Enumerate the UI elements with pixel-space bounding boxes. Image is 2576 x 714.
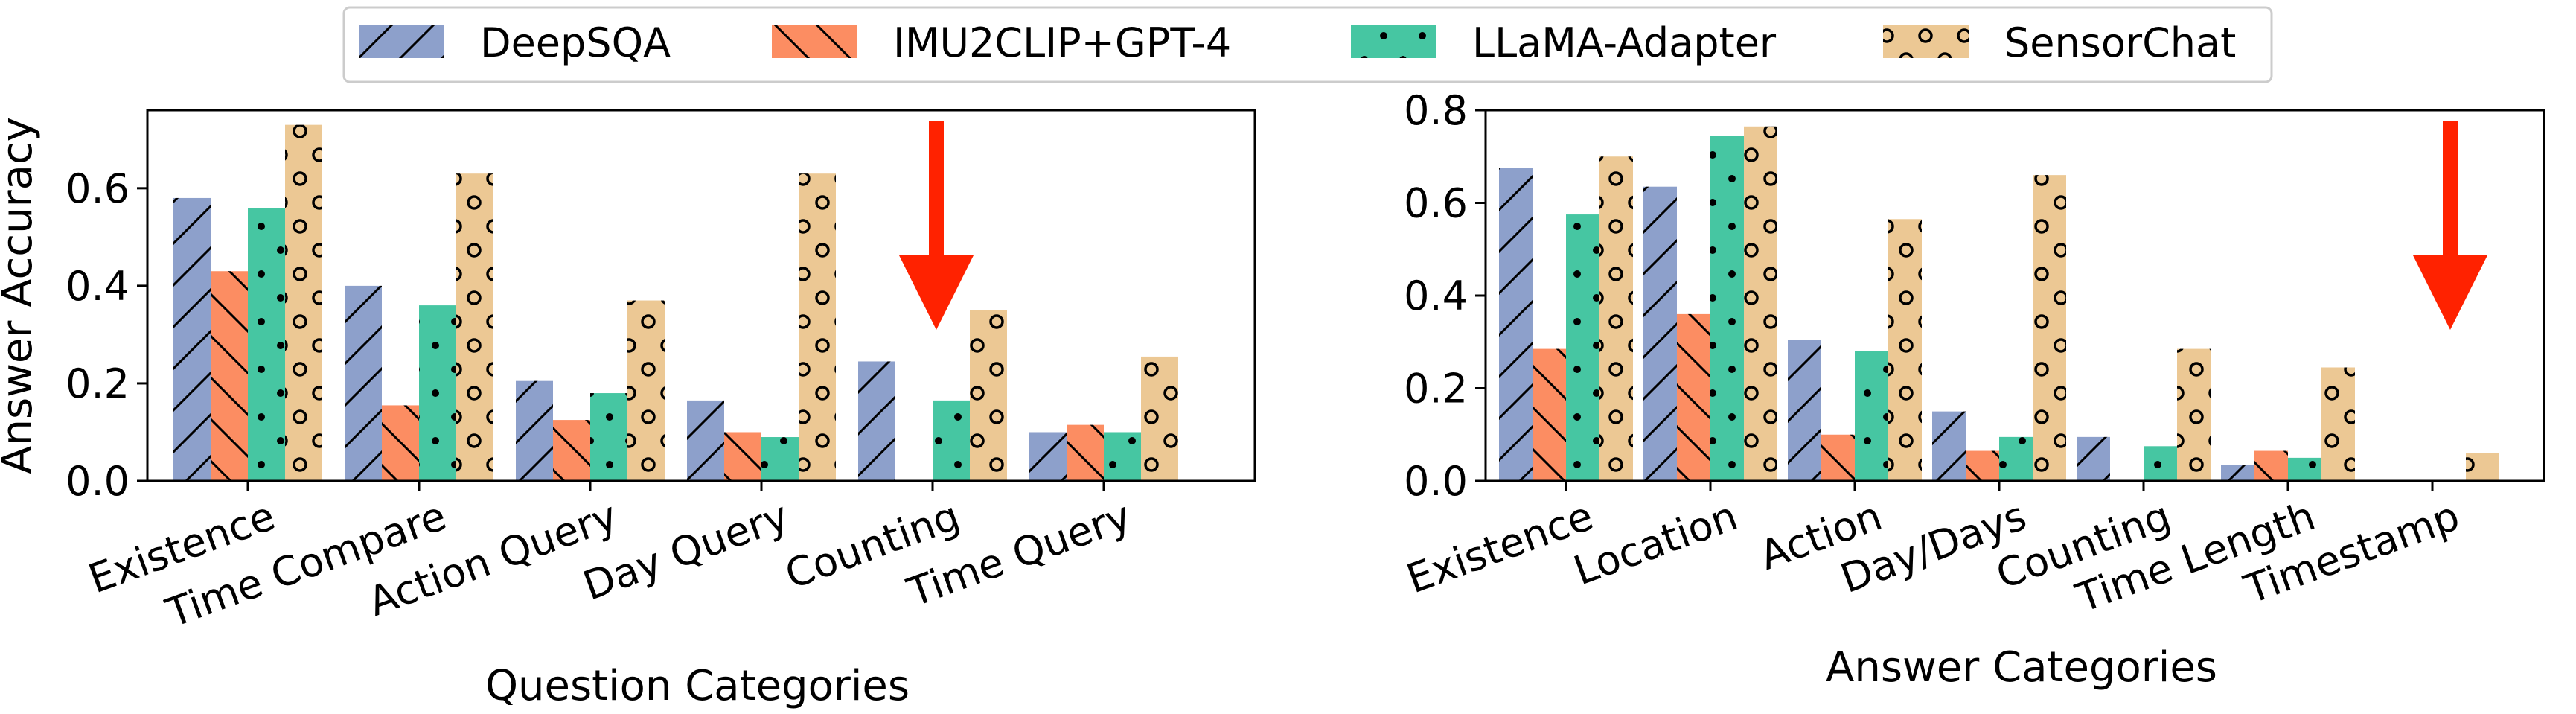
bar-deepsqa-action-query-hatch [516,380,553,481]
bar-sensorchat-action-hatch [1888,219,1922,481]
legend-swatch-imu2clip-hatch [772,25,857,58]
bars-group [173,124,1178,481]
y-tick-label: 0.4 [65,263,130,310]
bar-sensorchat-counting-hatch [970,310,1007,481]
red-arrow-annotation [899,121,974,330]
y-tick-label: 0.8 [1404,87,1468,134]
legend-entry-deepsqa: DeepSQA [359,19,671,66]
y-tick-label: 0.2 [1404,366,1468,412]
bar-imu2clip-gpt-4-action-query-hatch [553,420,590,481]
legend-swatch-deepsqa-hatch [359,25,444,58]
bar-llama-adapter-counting-hatch [2144,446,2177,481]
bar-sensorchat-time-compare-hatch [456,173,493,481]
bar-sensorchat-day-days-hatch [2033,175,2066,481]
plot-frame [146,109,1256,482]
bar-deepsqa-existence-hatch [173,197,211,481]
bar-sensorchat-existence-hatch [1599,156,1633,481]
y-tick-label: 0.2 [65,360,130,407]
bar-imu2clip-gpt-4-day-query-hatch [724,432,761,481]
bar-imu2clip-gpt-4-location-hatch [1677,313,1710,481]
bar-imu2clip-gpt-4-time-compare-hatch [382,405,419,481]
bar-llama-adapter-action-hatch [1855,351,1888,481]
bar-deepsqa-action-hatch [1788,340,1821,481]
legend-label-sensorchat: SensorChat [2004,19,2236,66]
bar-deepsqa-time-query-hatch [1029,432,1067,481]
bar-deepsqa-time-compare-hatch [345,285,382,481]
bar-deepsqa-day-query-hatch [687,400,724,481]
bar-llama-adapter-day-days-hatch [1999,436,2033,481]
bar-llama-adapter-time-query-hatch [1104,432,1141,481]
x-axis-label: Question Categories [485,662,910,710]
legend-entry-sensorchat: SensorChat [1883,19,2236,66]
legend: DeepSQA IMU2CLIP+GPT-4 LLaMA-Adapter Sen… [342,6,2273,83]
legend-entry-llama-adapter: LLaMA-Adapter [1351,19,1777,66]
x-tick-label-location: Location [1567,492,1743,594]
bar-llama-adapter-existence-hatch [1566,214,1599,481]
bar-deepsqa-time-length-hatch [2221,465,2254,481]
bar-imu2clip-gpt-4-existence-hatch [1533,348,1566,481]
y-tick-label: 0.4 [1404,272,1468,319]
y-tick-label: 0.0 [65,458,130,505]
bar-deepsqa-counting-hatch [2077,436,2110,481]
bar-sensorchat-action-query-hatch [627,300,665,481]
bar-sensorchat-location-hatch [1744,126,1777,481]
bar-sensorchat-time-query-hatch [1141,356,1178,481]
bar-sensorchat-counting-hatch [2177,348,2211,481]
arrow-head [899,255,974,330]
arrow-head [2413,255,2487,330]
bar-llama-adapter-time-length-hatch [2288,457,2321,481]
bar-deepsqa-existence-hatch [1499,168,1533,481]
y-tick-label: 0.6 [1404,180,1468,227]
bar-llama-adapter-action-query-hatch [590,393,627,481]
bar-sensorchat-day-query-hatch [799,173,836,481]
x-axis-label: Answer Categories [1826,643,2217,692]
red-arrow-annotation [2413,121,2487,330]
y-tick-label: 0.0 [1404,458,1468,505]
y-ticks: 0.0 0.2 0.4 0.6 0.8 [1404,87,1486,505]
bar-sensorchat-existence-hatch [285,124,322,481]
bar-llama-adapter-counting-hatch [933,400,970,481]
bar-deepsqa-day-days-hatch [1932,411,1966,481]
bars-group [1499,126,2499,482]
bar-llama-adapter-time-compare-hatch [419,305,456,481]
legend-swatch-llama-adapter-hatch [1351,25,1436,58]
legend-label-deepsqa: DeepSQA [480,19,671,66]
bar-llama-adapter-day-query-hatch [761,437,799,481]
legend-label-imu2clip: IMU2CLIP+GPT-4 [893,19,1231,66]
bar-imu2clip-gpt-4-time-length-hatch [2254,450,2288,481]
y-ticks: 0.0 0.2 0.4 0.6 [65,165,147,505]
bar-llama-adapter-location-hatch [1710,136,1744,482]
legend-swatch-sensorchat-hatch [1883,25,1969,58]
legend-label-llama-adapter: LLaMA-Adapter [1472,19,1777,66]
x-tick-label-existence: Existence [1401,492,1599,602]
bar-sensorchat-timestamp-hatch [2466,453,2499,481]
bar-deepsqa-counting-hatch [858,361,895,481]
bar-imu2clip-gpt-4-day-days-hatch [1966,450,1999,481]
bar-imu2clip-gpt-4-action-hatch [1821,434,1855,481]
y-tick-label: 0.6 [65,165,130,212]
bar-imu2clip-gpt-4-time-query-hatch [1067,424,1104,481]
bar-sensorchat-time-length-hatch [2321,367,2355,481]
y-axis-label: Answer Accuracy [0,117,42,474]
arrow-shaft [2443,121,2458,255]
bar-llama-adapter-existence-hatch [248,208,285,481]
bar-deepsqa-location-hatch [1643,186,1677,481]
bar-imu2clip-gpt-4-existence-hatch [211,271,248,481]
legend-entry-imu2clip: IMU2CLIP+GPT-4 [772,19,1231,66]
arrow-shaft [929,121,944,255]
